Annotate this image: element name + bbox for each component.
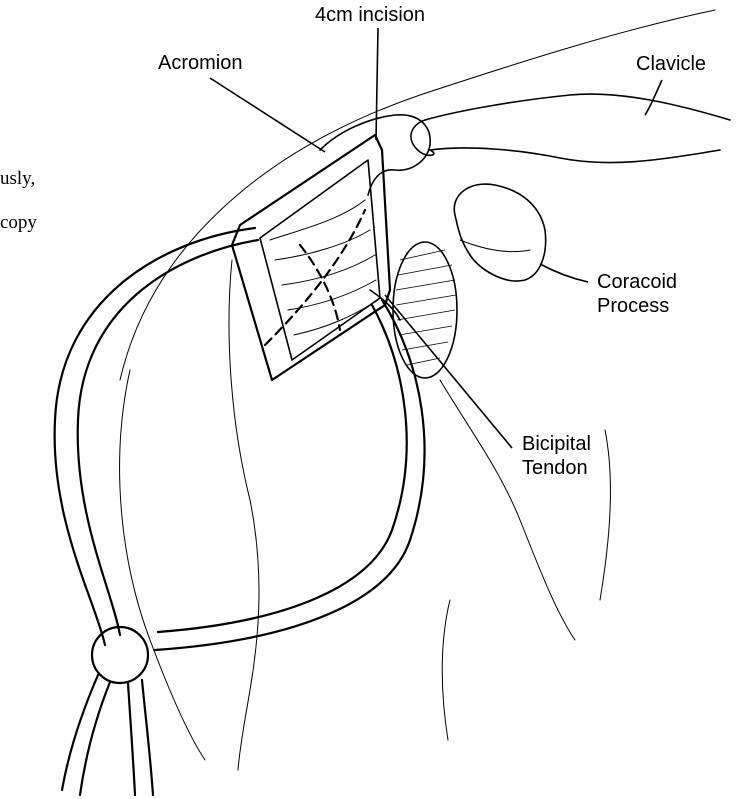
- incision-outline: [232, 135, 390, 380]
- leader-clavicle: [645, 80, 662, 115]
- label-bicipital-2: Tendon: [522, 457, 588, 479]
- cropped-text-line-2: copy: [0, 212, 37, 234]
- coracoid-process: [454, 184, 545, 281]
- label-acromion: Acromion: [158, 52, 242, 74]
- leader-coracoid: [540, 264, 588, 282]
- clavicle-bone-lower: [430, 148, 720, 163]
- leader-acromion: [210, 78, 325, 152]
- label-clavicle: Clavicle: [636, 53, 706, 75]
- arm-contour-inner: [229, 260, 259, 770]
- clavicle-bone: [425, 94, 730, 120]
- arm-contour-right: [440, 380, 575, 640]
- incision-tissue: [270, 200, 378, 335]
- chest-contour-2: [442, 600, 450, 740]
- retractor-arm-left-outer: [55, 228, 255, 645]
- retractor-handle-right: [128, 683, 135, 795]
- arm-contour-left: [120, 370, 205, 760]
- label-coracoid-2: Process: [597, 295, 669, 317]
- label-coracoid-1: Coracoid: [597, 271, 677, 293]
- leader-incision: [376, 28, 378, 140]
- label-incision: 4cm incision: [315, 4, 425, 26]
- retractor-handle-right-2: [142, 680, 153, 795]
- retractor-arm-right-inner: [158, 305, 407, 632]
- humeral-head: [393, 242, 457, 378]
- leader-bicipital: [385, 295, 512, 448]
- chest-contour: [600, 430, 610, 600]
- incision-dashed-arc-2: [265, 210, 365, 345]
- retractor-handle-left-2: [80, 682, 110, 795]
- incision-dashed-arc-1: [300, 245, 340, 330]
- coracoid-tip: [460, 240, 530, 252]
- label-bicipital-1: Bicipital: [522, 433, 591, 455]
- cropped-text-line-1: usly,: [0, 168, 35, 190]
